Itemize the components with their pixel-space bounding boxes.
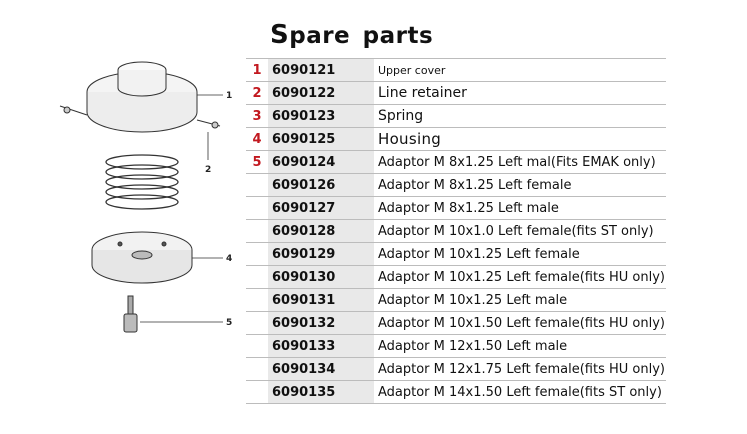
part-code: 6090128 — [268, 219, 350, 243]
part-description: Spring — [378, 108, 424, 124]
table-row: 3 6090123 Spring — [246, 104, 666, 128]
part-index: 3 — [252, 108, 262, 124]
callout-1: 1 — [226, 91, 232, 101]
part-description: Upper cover — [378, 63, 446, 77]
housing-illustration — [91, 231, 193, 284]
part-description: Line retainer — [378, 85, 467, 101]
table-row: 6090135 Adaptor M 14x1.50 Left female(fi… — [246, 380, 666, 404]
part-code: 6090122 — [268, 81, 350, 105]
part-index: 2 — [252, 85, 262, 101]
part-description: Adaptor M 10x1.25 Left female(fits HU on… — [378, 269, 665, 285]
upper-cover-illustration — [59, 61, 221, 133]
part-code: 6090133 — [268, 334, 350, 358]
part-code: 6090125 — [268, 127, 350, 151]
part-code: 6090130 — [268, 265, 350, 289]
part-code: 6090132 — [268, 311, 350, 335]
part-code: 6090123 — [268, 104, 350, 128]
table-row: 6090132 Adaptor M 10x1.50 Left female(fi… — [246, 311, 666, 335]
table-row: 6090130 Adaptor M 10x1.25 Left female(fi… — [246, 265, 666, 289]
part-code: 6090121 — [268, 58, 350, 82]
table-row: 6090131 Adaptor M 10x1.25 Left male — [246, 288, 666, 312]
table-row: 6090133 Adaptor M 12x1.50 Left male — [246, 334, 666, 358]
part-code: 6090124 — [268, 150, 350, 174]
part-index — [246, 289, 268, 312]
callout-lines — [140, 94, 223, 323]
callout-4: 4 — [226, 254, 232, 264]
part-code: 6090135 — [268, 380, 350, 404]
title-rest: pare parts — [289, 23, 434, 49]
table-row: 1 6090121 Upper cover — [246, 58, 666, 82]
part-description: Adaptor M 8x1.25 Left female — [378, 177, 572, 193]
part-index — [246, 174, 268, 197]
part-description: Adaptor M 8x1.25 Left male — [378, 200, 559, 216]
part-code: 6090131 — [268, 288, 350, 312]
page-title: Spare parts — [270, 20, 433, 50]
part-code: 6090127 — [268, 196, 350, 220]
part-index — [246, 266, 268, 289]
part-description: Adaptor M 12x1.50 Left male — [378, 338, 568, 354]
table-row: 5 6090124 Adaptor M 8x1.25 Left mal(Fits… — [246, 150, 666, 174]
part-description: Adaptor M 10x1.25 Left female — [378, 246, 580, 262]
part-description: Adaptor M 14x1.50 Left female(fits ST on… — [378, 384, 662, 400]
part-index — [246, 197, 268, 220]
part-index: 5 — [252, 154, 262, 170]
exploded-parts-diagram: 1 2 4 5 — [59, 61, 232, 333]
part-description: Adaptor M 10x1.50 Left female(fits HU on… — [378, 315, 665, 331]
part-index — [246, 381, 268, 404]
part-code: 6090126 — [268, 173, 350, 197]
part-description: Housing — [378, 130, 442, 148]
part-description: Adaptor M 12x1.75 Left female(fits HU on… — [378, 361, 665, 377]
part-code: 6090134 — [268, 357, 350, 381]
table-row: 6090127 Adaptor M 8x1.25 Left male — [246, 196, 666, 220]
table-row: 6090126 Adaptor M 8x1.25 Left female — [246, 173, 666, 197]
part-index — [246, 335, 268, 358]
spring-illustration — [105, 154, 179, 210]
table-row: 6090128 Adaptor M 10x1.0 Left female(fit… — [246, 219, 666, 243]
table-row: 4 6090125 Housing — [246, 127, 666, 151]
part-code: 6090129 — [268, 242, 350, 266]
spare-parts-table: 1 6090121 Upper cover 2 6090122 Line ret… — [246, 58, 666, 404]
part-index — [246, 243, 268, 266]
callout-2: 2 — [205, 165, 211, 175]
adaptor-illustration — [123, 295, 138, 333]
part-index: 4 — [252, 131, 262, 147]
table-row: 6090129 Adaptor M 10x1.25 Left female — [246, 242, 666, 266]
part-description: Adaptor M 10x1.25 Left male — [378, 292, 568, 308]
title-first-letter: S — [270, 20, 290, 50]
part-description: Adaptor M 10x1.0 Left female(fits ST onl… — [378, 223, 654, 239]
table-row: 6090134 Adaptor M 12x1.75 Left female(fi… — [246, 357, 666, 381]
part-index — [246, 358, 268, 381]
part-description: Adaptor M 8x1.25 Left mal(Fits EMAK only… — [378, 154, 656, 170]
part-index — [246, 312, 268, 335]
table-row: 2 6090122 Line retainer — [246, 81, 666, 105]
part-index: 1 — [252, 62, 262, 78]
callout-5: 5 — [226, 318, 232, 328]
part-index — [246, 220, 268, 243]
